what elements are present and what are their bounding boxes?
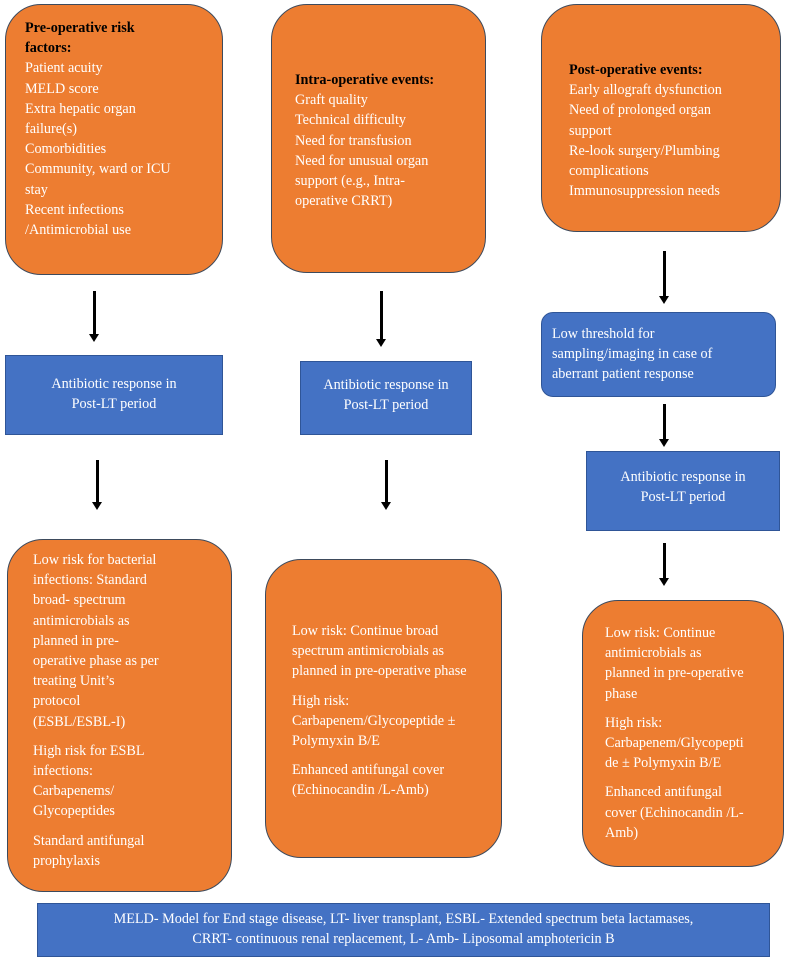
risk-factor-line: Recent infections bbox=[25, 201, 124, 218]
pre-operative-title-line: Pre-operative risk bbox=[25, 20, 135, 36]
post-operative-events-box: Post-operative events: Early allograft d… bbox=[541, 4, 781, 232]
antibiotic-response-box: Antibiotic response in Post-LT period bbox=[586, 451, 780, 531]
post-operative-event-line: Immunosuppression needs bbox=[569, 183, 720, 200]
post-operative-event-line: Early allograft dysfunction bbox=[569, 82, 722, 99]
post-operative-event-line: complications bbox=[569, 163, 649, 180]
intra-operative-event-line: Need for unusual organ bbox=[295, 152, 429, 169]
low-risk-paragraph: Low risk for bacterial infections: Stand… bbox=[33, 552, 159, 730]
post-operative-antimicrobial-plan-box: Low risk: Continue antimicrobials as pla… bbox=[582, 600, 784, 867]
risk-factor-line: failure(s) bbox=[25, 121, 77, 138]
intra-operative-event-line: operative CRRT) bbox=[295, 193, 393, 210]
risk-factor-line: Community, ward or ICU bbox=[25, 161, 171, 178]
risk-factor-line: stay bbox=[25, 181, 48, 198]
antifungal-paragraph: Enhanced antifungal cover (Echinocandin … bbox=[605, 784, 744, 841]
risk-factor-line: Comorbidities bbox=[25, 141, 107, 158]
antibiotic-response-line: Antibiotic response in bbox=[620, 469, 746, 485]
pre-operative-antimicrobial-plan-box: Low risk for bacterial infections: Stand… bbox=[7, 539, 232, 892]
flow-arrow bbox=[659, 404, 669, 447]
intra-operative-title-line: Intra-operative events: bbox=[295, 72, 435, 88]
intra-operative-event-line: support (e.g., Intra- bbox=[295, 173, 405, 190]
antibiotic-response-box: Antibiotic response in Post-LT period bbox=[300, 361, 472, 435]
intra-operative-event-line: Graft quality bbox=[295, 92, 368, 109]
pre-operative-title-line: factors: bbox=[25, 40, 72, 57]
low-threshold-line: Low threshold for bbox=[552, 326, 655, 342]
antifungal-paragraph: Enhanced antifungal cover (Echinocandin … bbox=[292, 762, 445, 799]
low-threshold-line: sampling/imaging in case of bbox=[552, 346, 713, 363]
flow-arrow bbox=[92, 460, 102, 510]
flow-arrow bbox=[659, 543, 669, 586]
post-operative-event-line: Need of prolonged organ bbox=[569, 102, 711, 119]
post-operative-title-line: Post-operative events: bbox=[569, 62, 703, 78]
high-risk-paragraph: High risk: Carbapenem/Glycopeptide ± Pol… bbox=[292, 692, 456, 750]
low-risk-paragraph: Low risk: Continue broad spectrum antimi… bbox=[292, 623, 467, 680]
antibiotic-response-line: Antibiotic response in bbox=[51, 376, 177, 392]
abbreviations-line: CRRT- continuous renal replacement, L- A… bbox=[192, 931, 615, 947]
antifungal-paragraph: Standard antifungal prophylaxis bbox=[33, 832, 145, 869]
intra-operative-event-line: Technical difficulty bbox=[295, 112, 407, 129]
low-threshold-line: aberrant patient response bbox=[552, 366, 694, 383]
antibiotic-response-line: Post-LT period bbox=[640, 489, 726, 506]
antibiotic-response-line: Post-LT period bbox=[71, 396, 157, 413]
high-risk-paragraph: High risk: Carbapenem/Glycopepti de ± Po… bbox=[605, 714, 744, 772]
antibiotic-response-line: Antibiotic response in bbox=[323, 377, 449, 393]
abbreviations-line: MELD- Model for End stage disease, LT- l… bbox=[113, 911, 694, 927]
abbreviations-footer: MELD- Model for End stage disease, LT- l… bbox=[37, 903, 770, 957]
flow-arrow bbox=[659, 251, 669, 304]
antibiotic-response-line: Post-LT period bbox=[343, 397, 429, 414]
low-risk-paragraph: Low risk: Continue antimicrobials as pla… bbox=[605, 625, 744, 702]
risk-factor-line: Extra hepatic organ bbox=[25, 100, 136, 117]
risk-factor-line: MELD score bbox=[25, 80, 99, 97]
intra-operative-event-line: Need for transfusion bbox=[295, 132, 412, 149]
post-operative-event-line: support bbox=[569, 122, 612, 139]
pre-operative-risk-factors-box: Pre-operative risk factors: Patient acui… bbox=[5, 4, 223, 275]
post-operative-event-line: Re-look surgery/Plumbing bbox=[569, 142, 720, 159]
intra-operative-events-box: Intra-operative events: Graft quality Te… bbox=[271, 4, 486, 273]
flow-arrow bbox=[376, 291, 386, 347]
risk-factor-line: Patient acuity bbox=[25, 60, 103, 77]
risk-factor-line: /Antimicrobial use bbox=[25, 222, 131, 239]
antibiotic-response-box: Antibiotic response in Post-LT period bbox=[5, 355, 223, 435]
flow-arrow bbox=[89, 291, 99, 342]
intra-operative-antimicrobial-plan-box: Low risk: Continue broad spectrum antimi… bbox=[265, 559, 502, 858]
flow-arrow bbox=[381, 460, 391, 510]
low-threshold-sampling-box: Low threshold for sampling/imaging in ca… bbox=[541, 312, 776, 397]
high-risk-paragraph: High risk for ESBL infections: Carbapene… bbox=[33, 742, 145, 820]
